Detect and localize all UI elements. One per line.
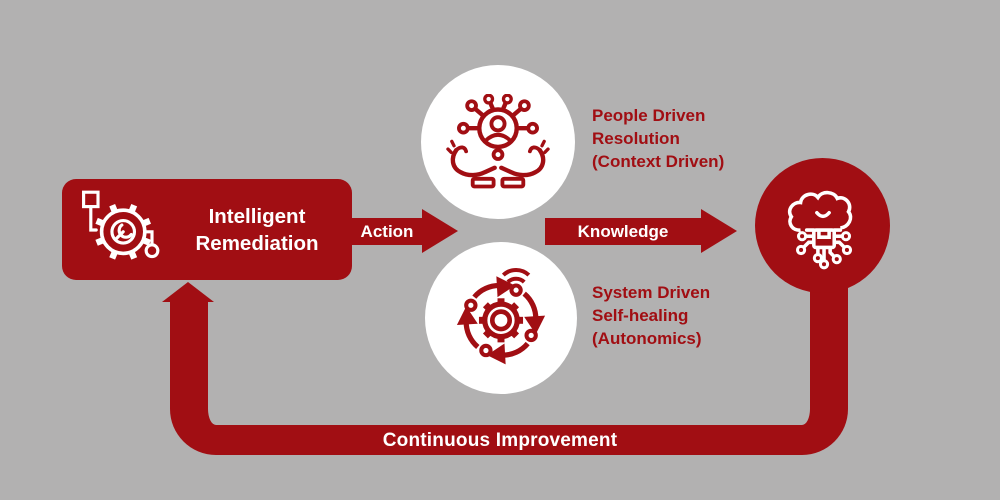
feedback-loop-path xyxy=(170,300,848,455)
people-driven-circle xyxy=(421,65,575,219)
people-driven-label: People Driven Resolution (Context Driven… xyxy=(592,106,725,171)
system-driven-circle xyxy=(425,242,577,394)
system-driven-label: System Driven Self-healing (Autonomics) xyxy=(592,283,711,348)
feedback-loop-arrowhead-icon xyxy=(162,282,214,302)
knowledge-arrow: Knowledge xyxy=(545,218,701,245)
intelligent-remediation-title: Intelligent Remediation xyxy=(195,204,319,255)
intelligent-remediation-box: Intelligent Remediation xyxy=(62,179,352,280)
action-arrow: Action xyxy=(352,218,422,245)
gear-cycle-wifi-icon xyxy=(456,267,546,365)
knowledge-arrowhead-icon xyxy=(701,209,737,253)
gear-wrench-circuit-icon xyxy=(82,190,160,260)
feedback-loop-label: Continuous Improvement xyxy=(382,430,618,451)
brain-chip-circuit-icon xyxy=(787,190,852,269)
knowledge-arrow-label: Knowledge xyxy=(577,221,669,241)
action-arrowhead-icon xyxy=(422,209,458,253)
hands-person-network-icon xyxy=(446,93,550,188)
action-arrow-label: Action xyxy=(360,221,414,241)
ai-brain-circle xyxy=(755,158,890,293)
